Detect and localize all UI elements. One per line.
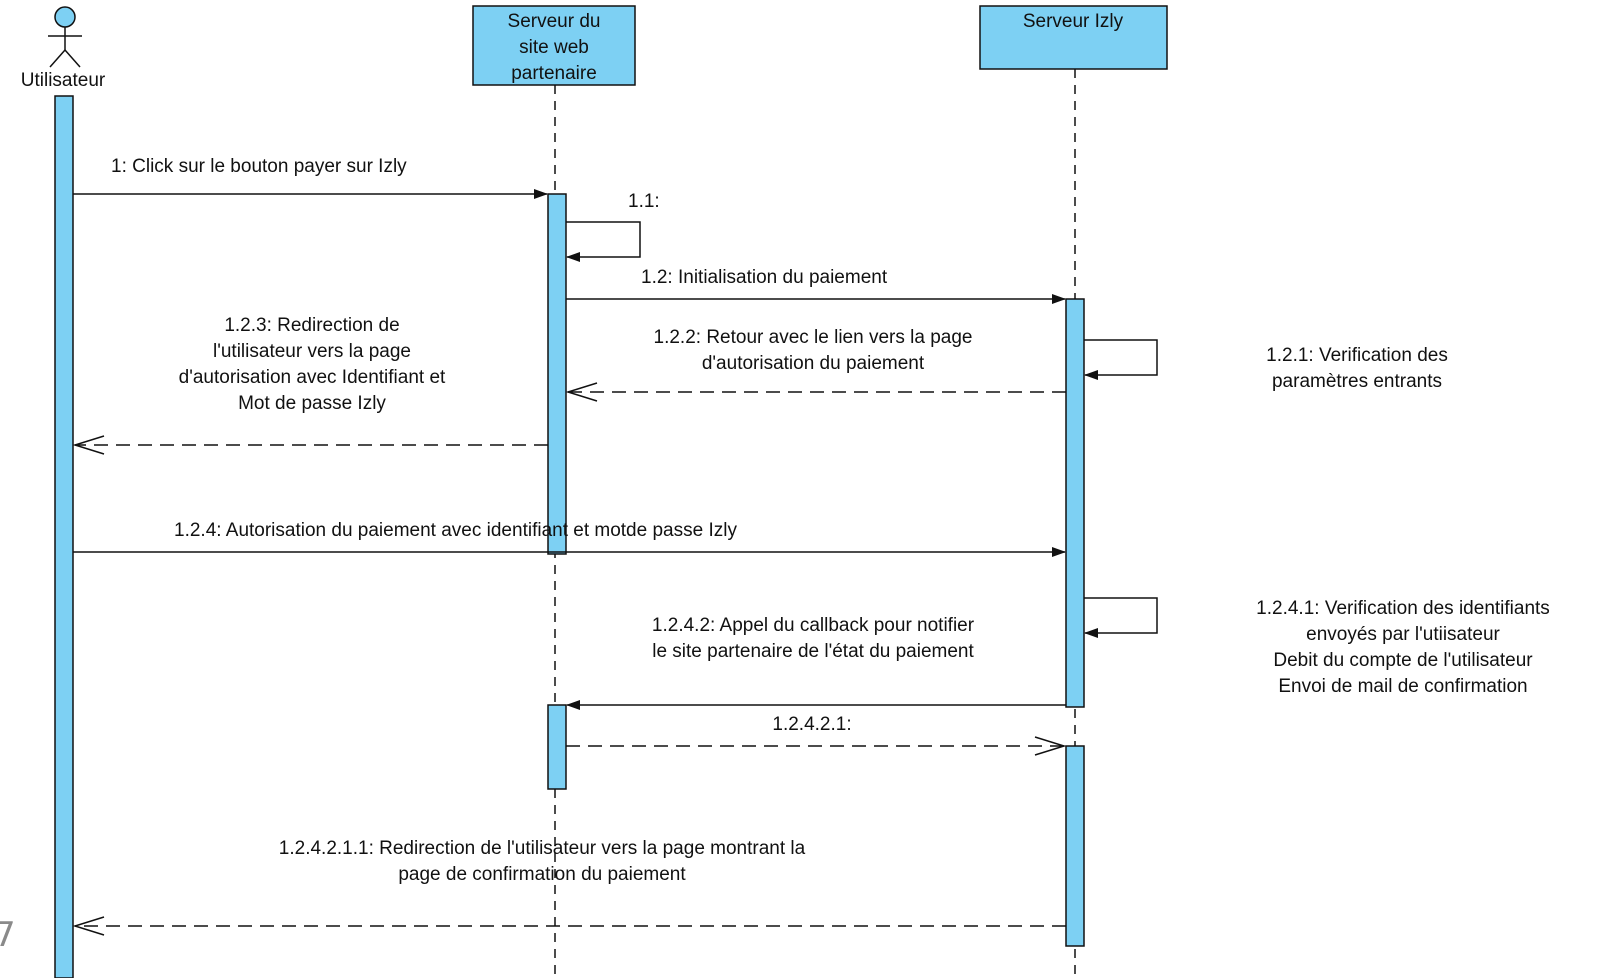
participant-izly-server: Serveur Izly	[979, 5, 1168, 70]
actor-utilisateur-label: Utilisateur	[21, 70, 106, 91]
message-1-2-3-label-3: d'autorisation avec Identifiant et	[179, 367, 446, 388]
message-1-2-4-2-1-1-arrowhead	[72, 916, 105, 936]
message-1-2-3-label-1: 1.2.3: Redirection de	[224, 315, 399, 336]
participant-izly-box	[979, 5, 1168, 70]
message-1-2-2-label-1: 1.2.2: Retour avec le lien vers la page	[654, 327, 973, 348]
activation-bar-izly-2	[1065, 745, 1085, 947]
message-1-2-4-2-1-1-label-2: page de confirmation du paiement	[398, 864, 686, 885]
message-1-2-2-label-2: d'autorisation du paiement	[702, 353, 925, 374]
message-1-2-3-label-4: Mot de passe Izly	[238, 393, 386, 414]
message-1-1-label: 1.1:	[628, 191, 660, 212]
message-1-2-4: 1.2.4: Autorisation du paiement avec ide…	[73, 520, 1066, 557]
message-1-2-4-1-label-1: 1.2.4.1: Verification des identifiants	[1256, 598, 1550, 619]
message-1-2-label: 1.2: Initialisation du paiement	[641, 267, 888, 288]
message-1-2-4-label: 1.2.4: Autorisation du paiement avec ide…	[174, 520, 737, 541]
message-1-2-4-1-label-3: Debit du compte de l'utilisateur	[1273, 650, 1533, 671]
message-1-label: 1: Click sur le bouton payer sur Izly	[111, 156, 407, 177]
message-1-2-4-2-1-arrowhead	[1034, 736, 1067, 756]
participant-izly-label: Serveur Izly	[1023, 11, 1124, 32]
activation-bar-partner-2	[547, 704, 567, 790]
message-1-2-4-2-label-1: 1.2.4.2: Appel du callback pour notifier	[652, 615, 975, 636]
message-1-2-3-label-2: l'utilisateur vers la page	[213, 341, 411, 362]
actor-utilisateur: Utilisateur	[21, 6, 106, 91]
participant-partner-server: Serveur du site web partenaire	[472, 5, 636, 86]
participant-partner-label-2: site web	[519, 37, 589, 58]
page-number: 7	[0, 915, 16, 955]
message-1-2-4-1-arrow	[1084, 597, 1158, 638]
message-1-2-2-arrowhead	[565, 382, 598, 402]
actor-leg-right	[64, 49, 81, 68]
activation-bar-utilisateur	[54, 95, 74, 978]
message-1-2-1-label-1: 1.2.1: Verification des	[1266, 345, 1448, 366]
message-1-2-4-1-label-4: Envoi de mail de confirmation	[1278, 676, 1527, 697]
participant-partner-box	[472, 5, 636, 86]
message-1-2-1-arrow	[1084, 339, 1158, 380]
actor-head	[54, 6, 76, 28]
message-1-2-4-2-1-1-label-1: 1.2.4.2.1.1: Redirection de l'utilisateu…	[279, 838, 806, 859]
message-1-2-4-2: 1.2.4.2: Appel du callback pour notifier…	[566, 615, 1066, 710]
message-1-2-4-2-1-label: 1.2.4.2.1:	[772, 714, 851, 735]
message-1-2-4-2-1-1: 1.2.4.2.1.1: Redirection de l'utilisateu…	[72, 838, 1066, 936]
message-1-2: 1.2: Initialisation du paiement	[566, 267, 1066, 304]
participant-partner-label-1: Serveur du	[508, 11, 601, 32]
message-1-2-4-2-1: 1.2.4.2.1:	[566, 714, 1067, 756]
participant-partner-label-3: partenaire	[511, 63, 597, 84]
message-1-2-1: 1.2.1: Verification des paramètres entra…	[1084, 339, 1448, 392]
message-1-2-4-1-label-2: envoyés par l'utiisateur	[1306, 624, 1500, 645]
message-1-2-4-1: 1.2.4.1: Verification des identifiants e…	[1084, 597, 1550, 697]
actor-leg-left	[49, 49, 66, 68]
message-1-2-4-2-label-2: le site partenaire de l'état du paiement	[652, 641, 974, 662]
activation-bar-partner-1	[547, 193, 567, 555]
message-1-2-1-label-2: paramètres entrants	[1272, 371, 1442, 392]
message-1-1: 1.1:	[566, 191, 660, 262]
message-1: 1: Click sur le bouton payer sur Izly	[73, 156, 548, 199]
message-1-2-3: 1.2.3: Redirection de l'utilisateur vers…	[72, 315, 548, 455]
message-1-1-arrow	[566, 221, 641, 262]
message-1-2-2: 1.2.2: Retour avec le lien vers la page …	[565, 327, 1066, 402]
message-1-2-3-arrowhead	[72, 435, 105, 455]
activation-bar-izly-1	[1065, 298, 1085, 708]
